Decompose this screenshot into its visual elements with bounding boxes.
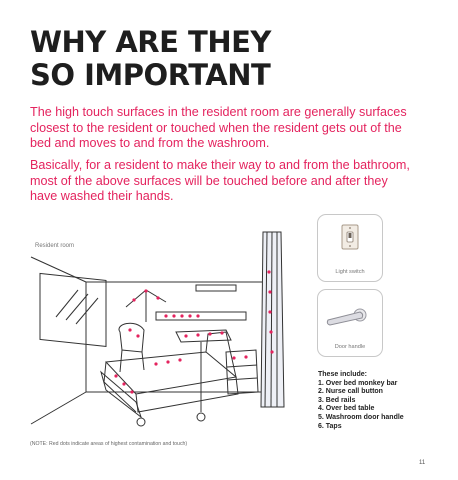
door-handle-card: Door handle <box>317 289 383 357</box>
list-item: 5. Washroom door handle <box>318 413 404 421</box>
list-item: 6. Taps <box>318 422 342 430</box>
resident-room-illustration <box>30 231 285 427</box>
page-title: WHY ARE THEY SO IMPORTANT <box>30 26 271 92</box>
light-switch-card: Light switch <box>317 214 383 282</box>
list-item: 2. Nurse call button <box>318 388 383 396</box>
door-handle-icon <box>326 308 367 326</box>
room-caption: Resident room <box>35 243 75 249</box>
contamination-note: (NOTE: Red dots indicate areas of highes… <box>30 441 188 447</box>
light-switch-label: Light switch <box>335 269 365 275</box>
title-line-1: WHY ARE THEY <box>30 25 271 59</box>
list-items: 1. Over bed monkey bar 2. Nurse call but… <box>318 380 404 432</box>
list-item: 1. Over bed monkey bar <box>318 379 398 387</box>
intro-paragraph: The high touch surfaces in the resident … <box>30 105 407 151</box>
light-switch-icon <box>341 224 359 250</box>
list-item: 3. Bed rails <box>318 396 356 404</box>
list-item: 4. Over bed table <box>318 405 375 413</box>
door-handle-label: Door handle <box>334 344 366 350</box>
title-line-2: SO IMPORTANT <box>30 58 271 92</box>
high-touch-list: These include: 1. Over bed monkey bar 2.… <box>318 371 404 431</box>
list-heading: These include: <box>318 371 368 378</box>
bathroom-paragraph: Basically, for a resident to make their … <box>30 158 410 204</box>
page-number: 11 <box>419 460 426 466</box>
